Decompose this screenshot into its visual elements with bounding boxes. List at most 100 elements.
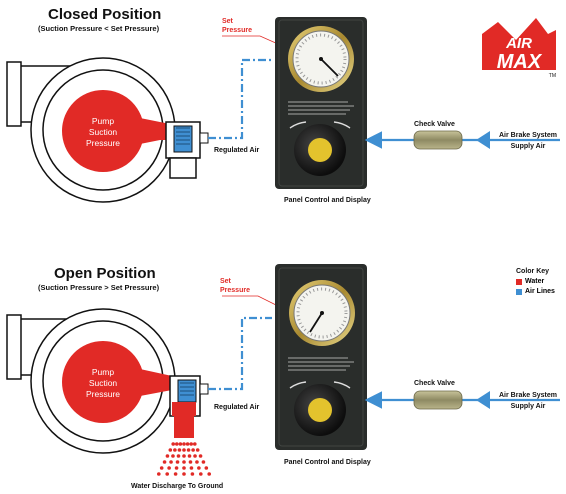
control-panel-open: [275, 264, 367, 450]
spray-droplet: [182, 448, 186, 452]
regulated-air-line-open: [208, 316, 272, 391]
supply-line-2: Supply Air: [510, 403, 546, 410]
spray-droplet: [187, 454, 192, 458]
pump-label-line-1: Pump: [91, 116, 115, 126]
panel-label-closed: Panel Control and Display: [284, 197, 371, 204]
spray-droplet: [198, 454, 203, 458]
open-title: Open Position: [54, 265, 156, 282]
color-key-water: Water: [516, 278, 544, 285]
spray-droplet: [182, 466, 186, 470]
water-swatch: [516, 278, 522, 285]
spray-droplet: [168, 448, 173, 452]
spray-droplet: [189, 442, 193, 446]
open-subtitle: (Suction Pressure > Set Pressure): [38, 283, 160, 292]
spray-droplet: [189, 466, 194, 470]
set-pressure-label-closed: Set Pressure: [222, 17, 252, 35]
spray-droplet: [201, 460, 206, 464]
color-key-air: Air Lines: [516, 288, 555, 295]
supply-line-2: Supply Air: [510, 143, 546, 150]
check-valve-label-closed: Check Valve: [414, 121, 455, 128]
spray-droplet: [188, 460, 193, 464]
relief-valve-open: [169, 375, 209, 438]
spray-droplet: [207, 472, 211, 476]
spray-droplet: [171, 442, 175, 446]
pump-label-line-1: Pump: [91, 367, 115, 377]
spray-droplet: [193, 454, 197, 458]
spray-droplet: [173, 472, 178, 476]
set-pressure-line-1: Set: [222, 18, 233, 25]
spray-droplet: [182, 472, 186, 476]
spray-droplet: [175, 442, 179, 446]
color-key-title: Color Key: [516, 268, 550, 275]
logo-air-text: AIR: [505, 35, 532, 52]
check-valve-closed: [413, 130, 463, 150]
pump-label-line-2: Suction: [88, 378, 118, 388]
water-discharge-spray: [157, 442, 211, 476]
regulated-air-label-open: Regulated Air: [214, 404, 260, 411]
set-pressure-line-2: Pressure: [222, 27, 252, 34]
air-max-logo: AIR MAX TM: [482, 18, 556, 79]
discharge-label: Water Discharge To Ground: [131, 483, 224, 490]
logo-tm-text: TM: [549, 73, 556, 79]
relief-valve-closed: [150, 121, 209, 179]
spray-droplet: [182, 460, 186, 464]
spray-droplet: [169, 460, 173, 464]
spray-droplet: [167, 466, 171, 470]
spray-droplet: [195, 448, 200, 452]
closed-diagram: [6, 17, 560, 203]
logo-max-text: MAX: [497, 51, 543, 73]
spray-droplet: [185, 442, 190, 446]
pump-label-line-2: Suction: [88, 127, 118, 137]
spray-droplet: [165, 472, 169, 476]
spray-droplet: [176, 454, 181, 458]
pump-label-line-3: Pressure: [85, 389, 120, 399]
spray-droplet: [197, 466, 201, 470]
flow-arrow-open: [476, 391, 490, 409]
check-valve-label-open: Check Valve: [414, 380, 455, 387]
closed-subtitle: (Suction Pressure < Set Pressure): [38, 24, 160, 33]
pump-label-open: Pump Suction Pressure: [68, 367, 138, 400]
spray-droplet: [171, 454, 175, 458]
control-panel-closed: [275, 17, 367, 189]
regulated-air-label-closed: Regulated Air: [214, 147, 260, 154]
spray-droplet: [204, 466, 209, 470]
spray-droplet: [159, 466, 164, 470]
spray-droplet: [165, 454, 170, 458]
supply-label-closed: Air Brake System Supply Air: [490, 130, 566, 152]
spray-droplet: [162, 460, 167, 464]
spray-droplet: [199, 472, 203, 476]
spray-droplet: [157, 472, 161, 476]
set-pressure-line-2: Pressure: [220, 287, 250, 294]
water-key-label: Water: [525, 278, 545, 285]
air-key-label: Air Lines: [525, 288, 555, 295]
spray-droplet: [191, 448, 195, 452]
suction-pipe-open: [140, 369, 172, 396]
pump-water-closed: [62, 90, 144, 172]
spray-droplet: [195, 460, 199, 464]
regulated-air-line-closed: [208, 58, 272, 140]
spray-droplet: [182, 442, 186, 446]
closed-title: Closed Position: [48, 6, 162, 23]
supply-line-1: Air Brake System: [499, 132, 557, 139]
spray-droplet: [190, 472, 195, 476]
spray-droplet: [182, 454, 186, 458]
air-swatch: [516, 288, 522, 295]
spray-droplet: [174, 466, 179, 470]
supply-label-open: Air Brake System Supply Air: [490, 390, 566, 412]
panel-label-open: Panel Control and Display: [284, 459, 371, 466]
spray-droplet: [175, 460, 180, 464]
spray-droplet: [178, 442, 183, 446]
flow-arrow-closed: [476, 131, 490, 149]
spray-droplet: [186, 448, 191, 452]
open-diagram: [6, 264, 560, 476]
spray-droplet: [177, 448, 182, 452]
pump-label-closed: Pump Suction Pressure: [68, 116, 138, 149]
pump-water-open: [62, 341, 144, 423]
spray-droplet: [173, 448, 177, 452]
set-pressure-label-open: Set Pressure: [220, 277, 250, 295]
check-valve-open: [413, 390, 463, 410]
set-pressure-line-1: Set: [220, 278, 231, 285]
pump-label-line-3: Pressure: [85, 138, 120, 148]
supply-line-1: Air Brake System: [499, 392, 557, 399]
